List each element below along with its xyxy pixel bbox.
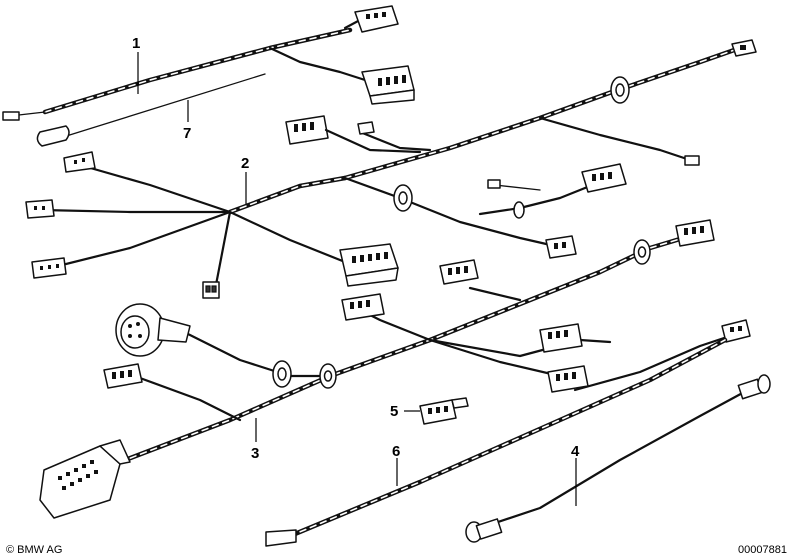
callout-label-7: 7 [183, 125, 191, 142]
callout-label-3: 3 [251, 445, 259, 462]
connector-right-mid [545, 235, 577, 259]
connector-top-middle [361, 65, 415, 105]
item-6-cable [265, 337, 728, 547]
harness-3 [39, 219, 751, 519]
callout-label-2: 2 [241, 155, 249, 172]
callout-label-4: 4 [571, 443, 580, 460]
harness-1-trunk [42, 27, 353, 115]
part-number: 00007881 [738, 544, 787, 556]
connector-right-far-a [675, 219, 715, 247]
main-trunk-right [285, 39, 757, 259]
connector-diagnostic [39, 439, 131, 519]
grommet-lower-c [633, 239, 651, 265]
harness-1 [2, 5, 415, 121]
connector-upper-center [285, 115, 422, 154]
callout-2: 2 [241, 155, 249, 204]
terminal-connector-right [684, 155, 700, 166]
item-5-connector [419, 397, 469, 425]
connector-left-c [31, 257, 67, 279]
connector-round [115, 303, 191, 357]
harness-1-branch [268, 46, 367, 82]
item-4-sensor [465, 374, 771, 543]
connector-left-a [63, 151, 96, 173]
item-4-plug-end [737, 374, 771, 400]
callout-label-1: 1 [132, 35, 140, 52]
callout-7: 7 [183, 100, 191, 142]
grommet-center [393, 184, 413, 212]
connector-top-right [731, 39, 757, 57]
grommet-lower-a [272, 360, 292, 388]
connector-relay [202, 281, 220, 299]
connector-right-far-b [721, 319, 751, 343]
callout-5: 5 [390, 403, 420, 420]
connector-right-lower-a [539, 323, 583, 353]
connector-center-large [339, 243, 399, 287]
callout-1: 1 [132, 35, 140, 94]
grommet-lower-b [319, 363, 337, 389]
terminal-connector [2, 111, 20, 121]
callout-6: 6 [392, 443, 400, 486]
connector-left-b [25, 199, 55, 219]
connector-right-lower-b [547, 365, 589, 393]
connector-right-upper [581, 163, 627, 193]
callout-label-5: 5 [390, 403, 398, 420]
connector-lower-left [103, 363, 143, 389]
grommet-top [610, 76, 630, 104]
connector-center-mid [439, 259, 479, 285]
item-6-terminal [265, 529, 297, 547]
item-4-sensor-end [465, 518, 503, 543]
harness-2 [25, 151, 399, 299]
sensor-capsule [36, 125, 70, 147]
connector-center-lower [341, 293, 385, 321]
copyright-text: © BMW AG [6, 544, 62, 556]
connector-top-left [354, 5, 399, 33]
item-7-sensor [36, 73, 266, 147]
callout-3: 3 [251, 418, 259, 462]
callout-label-6: 6 [392, 443, 400, 460]
callout-4: 4 [571, 443, 580, 506]
